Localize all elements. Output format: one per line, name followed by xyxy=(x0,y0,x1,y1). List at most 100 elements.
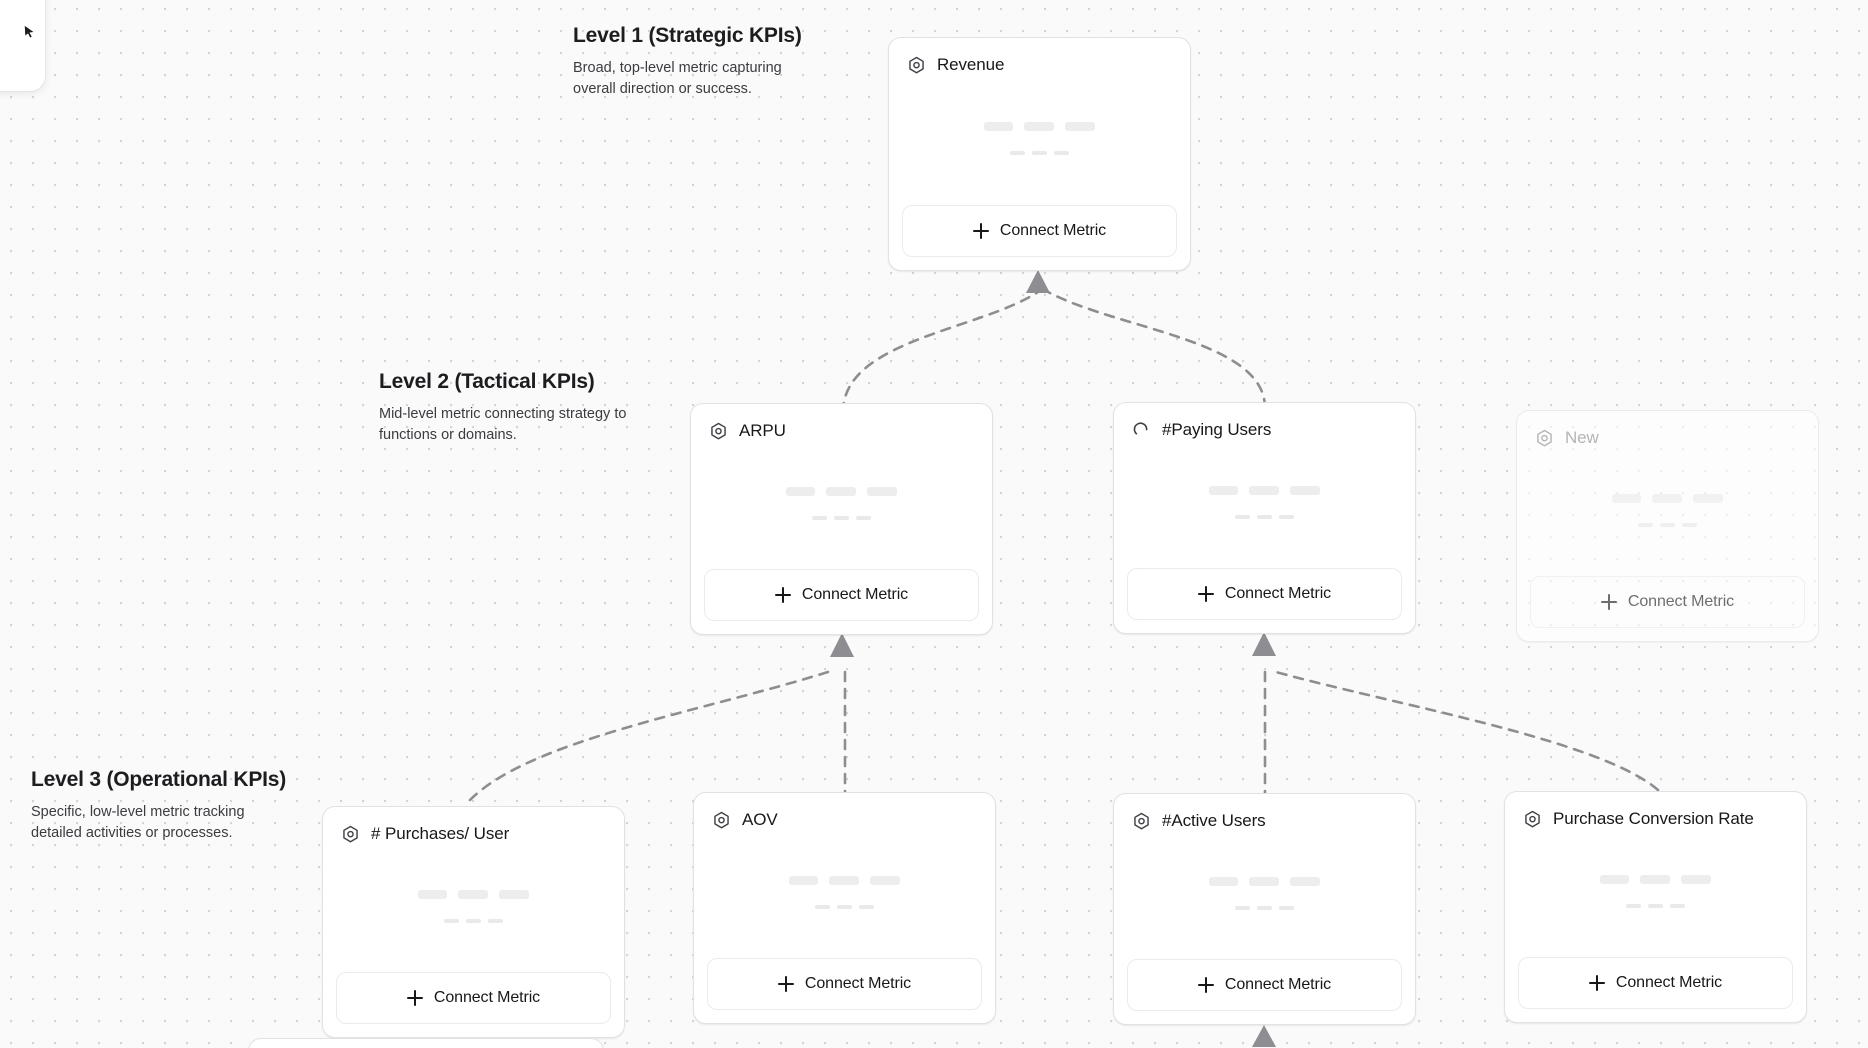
plus-icon xyxy=(406,990,423,1006)
hexagon-target-icon xyxy=(341,825,360,844)
skeleton-bar xyxy=(984,121,1013,131)
skeleton-bar xyxy=(1600,874,1629,884)
card-placeholder-body xyxy=(1517,448,1818,576)
connect-metric-button[interactable]: Connect Metric xyxy=(902,205,1177,257)
skeleton-bar xyxy=(1682,522,1697,527)
card-header: ARPU xyxy=(691,404,992,441)
plus-icon xyxy=(1197,586,1214,602)
skeleton-bar xyxy=(859,904,874,909)
card-placeholder-body xyxy=(691,441,992,569)
hexagon-target-icon xyxy=(1132,812,1151,831)
plus-icon xyxy=(777,976,794,992)
connect-metric-button[interactable]: Connect Metric xyxy=(1530,576,1805,628)
skeleton-bar xyxy=(1257,905,1272,910)
metric-card-aov[interactable]: AOV Connect Metric xyxy=(693,792,996,1024)
card-title: # Purchases/ User xyxy=(371,824,510,843)
connect-metric-button[interactable]: Connect Metric xyxy=(1127,959,1402,1011)
metric-card-partial-offscreen[interactable] xyxy=(248,1038,604,1048)
arrowhead-revenue xyxy=(1026,270,1050,293)
card-header: AOV xyxy=(694,793,995,830)
card-title: #Active Users xyxy=(1162,811,1266,830)
level-1-description: Broad, top-level metric capturing overal… xyxy=(573,60,782,98)
metric-card-purchase-conversion-rate[interactable]: Purchase Conversion Rate Connect Metric xyxy=(1504,791,1807,1023)
skeleton-bar xyxy=(1638,522,1653,527)
skeleton-row-primary xyxy=(789,875,900,885)
metric-card-purchases-per-user[interactable]: # Purchases/ User Connect Metric xyxy=(322,806,625,1038)
connect-metric-button[interactable]: Connect Metric xyxy=(336,972,611,1024)
skeleton-bar xyxy=(1065,121,1095,131)
arrowhead-arpu xyxy=(830,633,854,657)
level-2-title: Level 2 (Tactical KPIs) xyxy=(379,370,595,393)
card-title: Purchase Conversion Rate xyxy=(1553,809,1754,828)
metric-card-new[interactable]: New Connect Metric xyxy=(1516,410,1819,642)
skeleton-row-primary xyxy=(786,486,897,496)
skeleton-bar xyxy=(1670,903,1685,908)
connect-metric-label: Connect Metric xyxy=(999,222,1107,239)
skeleton-row-secondary xyxy=(1626,903,1685,908)
metric-card-paying-users[interactable]: #Paying Users Connect Metric xyxy=(1113,402,1416,634)
connect-metric-label: Connect Metric xyxy=(1224,976,1332,993)
card-title: ARPU xyxy=(739,421,786,440)
level-1-title: Level 1 (Strategic KPIs) xyxy=(573,24,802,47)
card-title: Revenue xyxy=(937,55,1005,74)
skeleton-bar xyxy=(867,486,897,496)
skeleton-row-primary xyxy=(418,889,529,899)
arrowhead-active-users-bottom xyxy=(1252,1025,1276,1047)
connect-metric-label: Connect Metric xyxy=(804,975,912,992)
card-placeholder-body xyxy=(1505,829,1806,957)
connect-metric-button[interactable]: Connect Metric xyxy=(1518,957,1793,1009)
skeleton-row-secondary xyxy=(815,904,874,909)
skeleton-bar xyxy=(856,515,871,520)
skeleton-row-secondary xyxy=(444,918,503,923)
skeleton-bar xyxy=(789,875,818,885)
skeleton-bar xyxy=(1257,514,1272,519)
skeleton-bar xyxy=(1693,493,1723,503)
skeleton-bar xyxy=(1648,903,1663,908)
hexagon-target-icon xyxy=(1523,810,1542,829)
skeleton-row-secondary xyxy=(1010,150,1069,155)
card-header: # Purchases/ User xyxy=(323,807,624,844)
skeleton-bar xyxy=(1249,485,1279,495)
skeleton-bar xyxy=(812,515,827,520)
card-placeholder-body xyxy=(323,844,624,972)
connect-metric-button[interactable]: Connect Metric xyxy=(707,958,982,1010)
skeleton-bar xyxy=(444,918,459,923)
skeleton-bar xyxy=(815,904,830,909)
metric-card-active-users[interactable]: #Active Users Connect Metric xyxy=(1113,793,1416,1025)
card-header: #Paying Users xyxy=(1114,403,1415,440)
skeleton-row-secondary xyxy=(1235,905,1294,910)
connector-arpu-to-revenue xyxy=(841,290,1040,414)
card-header: Revenue xyxy=(889,38,1190,75)
loading-spinner-icon xyxy=(1132,421,1151,440)
skeleton-bar xyxy=(458,889,488,899)
skeleton-row-secondary xyxy=(1235,514,1294,519)
skeleton-bar xyxy=(870,875,900,885)
connect-metric-button[interactable]: Connect Metric xyxy=(704,569,979,621)
skeleton-bar xyxy=(829,875,859,885)
connector-purchases-to-arpu xyxy=(468,670,830,802)
skeleton-bar xyxy=(1612,493,1641,503)
skeleton-bar xyxy=(488,918,503,923)
connector-paying-users-to-revenue xyxy=(1046,290,1267,410)
hexagon-target-icon xyxy=(907,56,926,75)
metric-card-revenue[interactable]: Revenue Connect Metric xyxy=(888,37,1191,271)
connect-metric-label: Connect Metric xyxy=(801,586,909,603)
connect-metric-button[interactable]: Connect Metric xyxy=(1127,568,1402,620)
skeleton-row-secondary xyxy=(812,515,871,520)
skeleton-bar xyxy=(499,889,529,899)
cursor-pointer-icon xyxy=(23,25,37,39)
hexagon-target-icon xyxy=(712,811,731,830)
card-title: #Paying Users xyxy=(1162,420,1272,439)
toolbar-panel[interactable] xyxy=(0,0,46,92)
skeleton-bar xyxy=(1249,876,1279,886)
card-placeholder-body xyxy=(1114,831,1415,959)
plus-icon xyxy=(1197,977,1214,993)
skeleton-bar xyxy=(466,918,481,923)
skeleton-bar xyxy=(1235,514,1250,519)
connect-metric-label: Connect Metric xyxy=(1615,974,1723,991)
level-3-label-block: Level 3 (Operational KPIs) Specific, low… xyxy=(31,768,286,845)
metric-card-arpu[interactable]: ARPU Connect Metric xyxy=(690,403,993,635)
card-title: AOV xyxy=(742,810,778,829)
card-header: Purchase Conversion Rate xyxy=(1505,792,1806,829)
